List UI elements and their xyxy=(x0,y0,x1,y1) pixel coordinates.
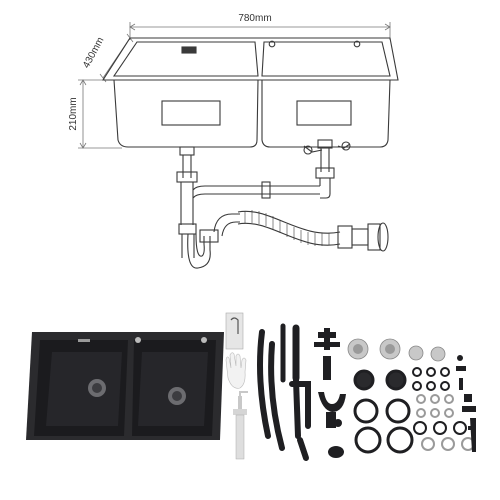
faucet-hole-icon xyxy=(268,40,276,48)
faucet-hole-icon xyxy=(201,337,207,343)
drain-plumbing xyxy=(176,139,389,269)
width-dimension-label: 780mm xyxy=(238,13,271,24)
black-double-sink xyxy=(26,332,224,440)
height-dimension-label: 210mm xyxy=(68,97,79,130)
technical-drawing: 780mm 430mm 210mm xyxy=(68,13,399,269)
faucet-hole-icon xyxy=(353,40,361,48)
sink-outline xyxy=(101,37,399,148)
faucet-box xyxy=(225,312,244,350)
glove-icon xyxy=(225,352,247,389)
width-dimension xyxy=(129,22,391,40)
strainers xyxy=(347,338,463,362)
height-dimension xyxy=(78,79,122,149)
drain-fittings xyxy=(314,328,346,458)
small-parts xyxy=(412,366,476,452)
drain-pipes xyxy=(257,323,311,461)
gasket-rings xyxy=(353,369,414,454)
product-photo xyxy=(26,312,476,461)
soap-dispenser-icon xyxy=(233,391,248,460)
faucet-hole-icon xyxy=(135,337,141,343)
depth-dimension-label: 430mm xyxy=(81,36,106,71)
